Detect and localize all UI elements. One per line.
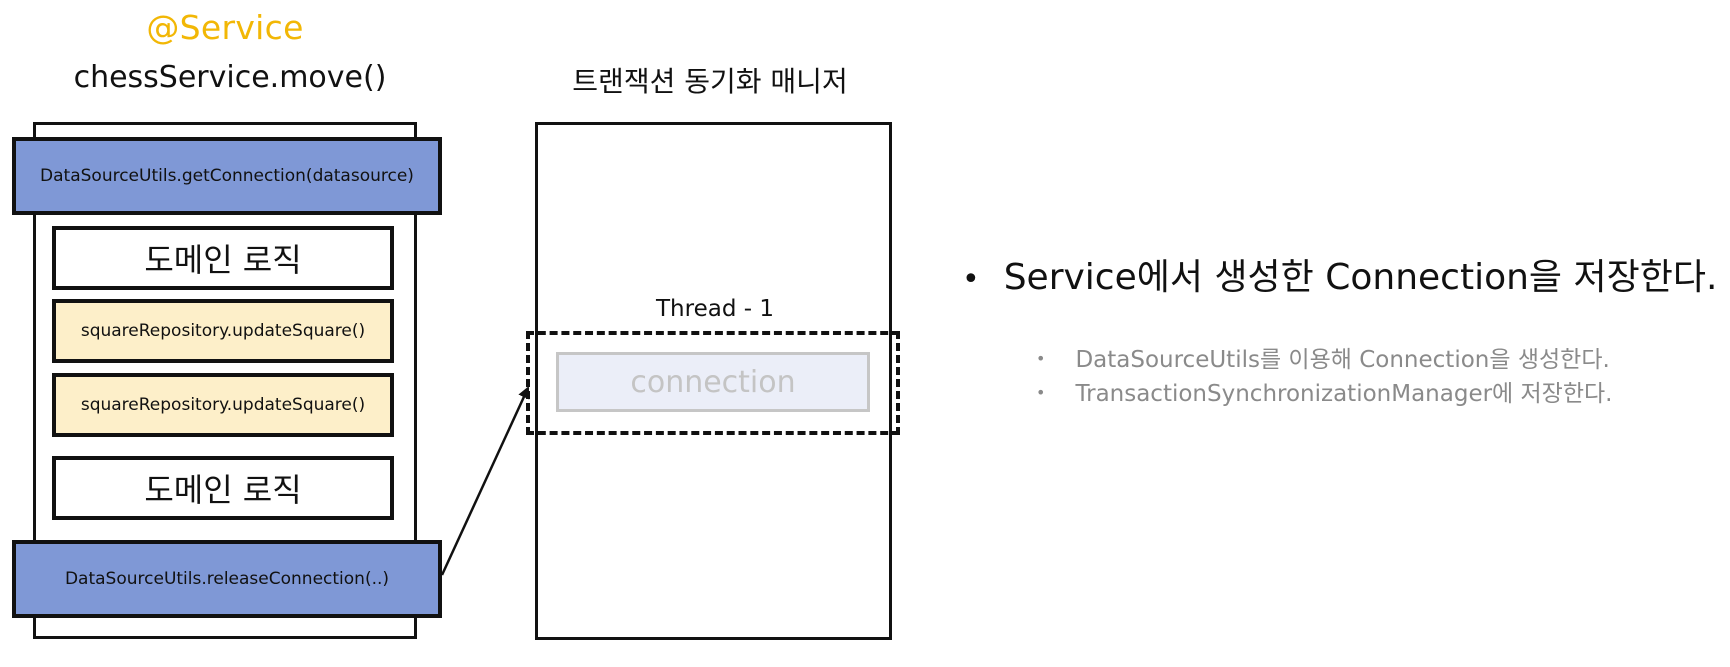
arrow-line <box>440 386 530 576</box>
release-connection-label: DataSourceUtils.releaseConnection(..) <box>64 569 390 589</box>
sub-bullet-1: • DataSourceUtils를 이용해 Connection을 생성한다. <box>1036 340 1676 374</box>
repository-call-label-2: squareRepository.updateSquare() <box>80 395 366 415</box>
service-annotation-label: @Service <box>146 8 304 47</box>
connection-label: connection <box>630 364 796 400</box>
domain-logic-box-2: 도메인 로직 <box>52 456 394 520</box>
main-bullet-text: Service에서 생성한 Connection을 저장한다. <box>1003 257 1718 298</box>
bullet-dot-icon: • <box>1036 349 1046 368</box>
release-connection-box: DataSourceUtils.releaseConnection(..) <box>12 540 442 618</box>
repository-call-label-1: squareRepository.updateSquare() <box>80 321 366 341</box>
domain-logic-label-1: 도메인 로직 <box>144 241 302 279</box>
sync-manager-title: 트랜잭션 동기화 매니저 <box>572 65 848 98</box>
repository-call-box-1: squareRepository.updateSquare() <box>52 299 394 363</box>
service-method-title: chessService.move() <box>73 60 387 95</box>
get-connection-label: DataSourceUtils.getConnection(datasource… <box>40 166 414 186</box>
connection-box: connection <box>556 352 870 412</box>
bullet-dot-icon: • <box>1036 383 1046 402</box>
thread-region-dashed-box <box>526 331 900 435</box>
domain-logic-box-1: 도메인 로직 <box>52 226 394 290</box>
sub-bullet-text-2: TransactionSynchronizationManager에 저장한다. <box>1075 381 1613 407</box>
main-bullet: • Service에서 생성한 Connection을 저장한다. <box>962 248 1722 300</box>
repository-call-box-2: squareRepository.updateSquare() <box>52 373 394 437</box>
sub-bullet-2: • TransactionSynchronizationManager에 저장한다… <box>1036 374 1676 408</box>
bullet-dot-icon: • <box>962 262 980 297</box>
domain-logic-label-2: 도메인 로직 <box>144 471 302 509</box>
get-connection-box: DataSourceUtils.getConnection(datasource… <box>12 137 442 215</box>
sub-bullet-text-1: DataSourceUtils를 이용해 Connection을 생성한다. <box>1075 347 1610 373</box>
thread-label: Thread - 1 <box>656 296 774 322</box>
